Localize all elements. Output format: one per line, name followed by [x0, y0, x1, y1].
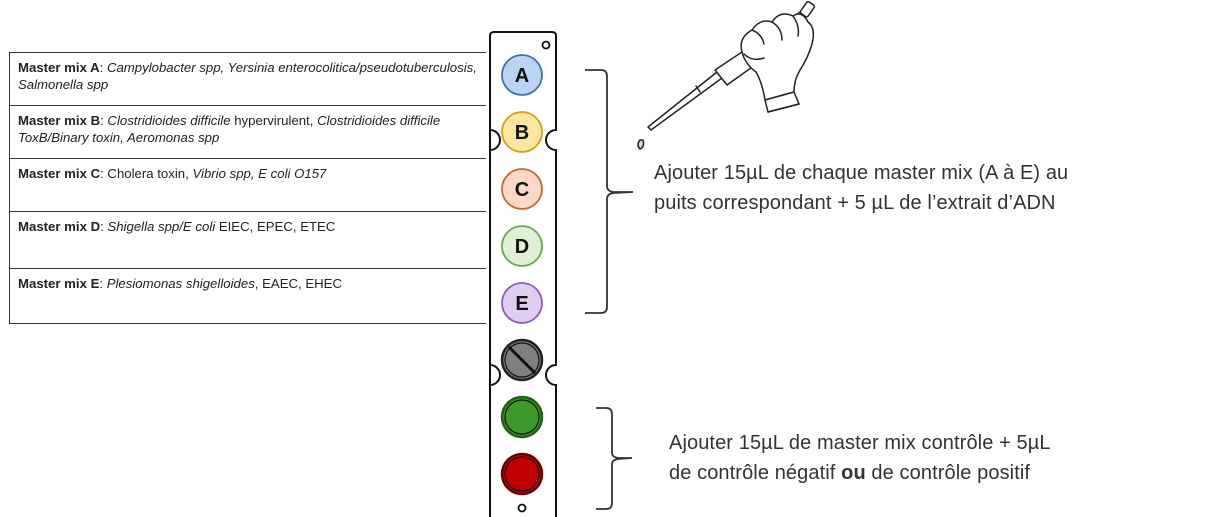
- master-mix-row-b: Master mix B: Clostridioides difficile h…: [10, 106, 486, 159]
- master-mix-row-c: Master mix C: Cholera toxin, Vibrio spp,…: [10, 159, 486, 212]
- master-mix-text: :: [100, 113, 108, 128]
- well-control-1: [500, 395, 544, 439]
- master-mix-row-d: Master mix D: Shigella spp/E coli EIEC, …: [10, 212, 486, 269]
- well-label: A: [515, 65, 529, 87]
- master-mix-name: Master mix C: [18, 166, 101, 181]
- instruction-control-line2-b: de contrôle positif: [865, 462, 1031, 484]
- bracket-control: [596, 407, 633, 510]
- well-d: D: [501, 225, 543, 267]
- well-c: C: [501, 168, 543, 210]
- master-mix-text: Clostridioides difficile: [107, 113, 231, 128]
- well-a: A: [501, 54, 543, 96]
- well-blocked: [500, 338, 544, 382]
- instruction-master-mix-line2: puits correspondant + 5 µL de l’extrait …: [654, 192, 1056, 214]
- well-label: D: [515, 236, 529, 258]
- well-label: E: [515, 293, 528, 315]
- master-mix-name: Master mix A: [18, 60, 100, 75]
- instruction-master-mix-line1: Ajouter 15µL de chaque master mix (A à E…: [654, 162, 1069, 184]
- instruction-control-line1: Ajouter 15µL de master mix contrôle + 5µ…: [669, 432, 1051, 454]
- master-mix-table: Master mix A: Campylobacter spp, Yersini…: [9, 52, 486, 324]
- well-e: E: [501, 282, 543, 324]
- master-mix-text: Campylobacter spp, Yersinia enterocoliti…: [18, 60, 477, 92]
- master-mix-row-a: Master mix A: Campylobacter spp, Yersini…: [10, 53, 486, 106]
- master-mix-text: hypervirulent,: [230, 113, 318, 128]
- well-control-2: [500, 452, 544, 496]
- master-mix-text: Plesiomonas shigelloides: [106, 276, 255, 291]
- master-mix-text: , EAEC, EHEC: [254, 276, 342, 291]
- pcr-strip-outline: [489, 31, 557, 517]
- master-mix-name: Master mix D: [18, 219, 101, 234]
- instruction-control-or: ou: [841, 462, 866, 484]
- master-mix-name: Master mix E: [18, 276, 100, 291]
- master-mix-name: Master mix B: [18, 113, 101, 128]
- instruction-control: Ajouter 15µL de master mix contrôle + 5µ…: [669, 428, 1051, 488]
- master-mix-text: :: [99, 60, 107, 75]
- well-label: C: [515, 179, 529, 201]
- master-mix-text: Shigella spp/E coli: [107, 219, 216, 234]
- strip-hole-top: [541, 40, 551, 50]
- wells: A B C D E: [500, 54, 544, 496]
- well-label: B: [515, 122, 529, 144]
- master-mix-text: :: [100, 219, 108, 234]
- bracket-master-mix: [585, 69, 634, 314]
- master-mix-text: EIEC, EPEC, ETEC: [215, 219, 336, 234]
- well-b: B: [501, 111, 543, 153]
- instruction-master-mix: Ajouter 15µL de chaque master mix (A à E…: [654, 158, 1068, 218]
- strip-hole-bottom: [517, 503, 527, 513]
- master-mix-text: :: [99, 276, 107, 291]
- master-mix-text: Vibrio spp, E coli O157: [192, 166, 327, 181]
- master-mix-row-e: Master mix E: Plesiomonas shigelloides, …: [10, 269, 486, 324]
- instruction-control-line2-a: de contrôle négatif: [669, 462, 842, 484]
- instruction-control-line2: de contrôle négatif ou de contrôle posit…: [669, 458, 1051, 488]
- pipette-icon: [637, 1, 816, 150]
- master-mix-text: Clostridioides difficile ToxB/Binary tox…: [18, 113, 441, 145]
- master-mix-text: : Cholera toxin,: [100, 166, 193, 181]
